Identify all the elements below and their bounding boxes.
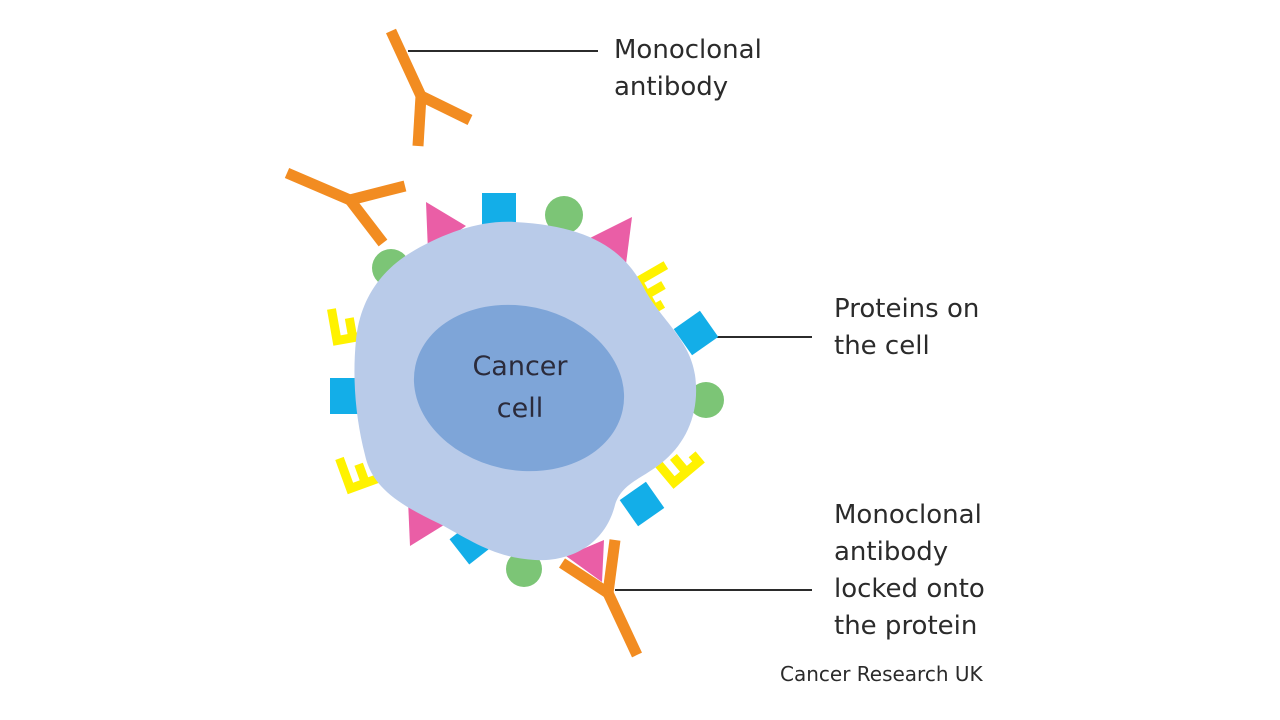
- protein-triangle-icon: [566, 540, 604, 582]
- label-line: antibody: [614, 72, 729, 102]
- protein-dome-icon: [688, 382, 724, 418]
- antibody-icon: [386, 28, 473, 147]
- protein-dome-icon: [545, 196, 583, 234]
- label-line: antibody: [834, 537, 949, 567]
- cancer-cell-label-line-2: cell: [496, 393, 544, 424]
- label-line: Monoclonal: [834, 500, 982, 530]
- protein-square-icon: [482, 193, 516, 227]
- antibody-locked-label: Monoclonal antibody locked onto the prot…: [834, 497, 985, 645]
- protein-square-icon: [619, 481, 665, 527]
- label-line: locked onto: [834, 574, 985, 604]
- monoclonal-antibody-label: Monoclonal antibody: [614, 32, 762, 106]
- label-line: the protein: [834, 611, 978, 641]
- receptor-icon: [650, 451, 705, 489]
- source-credit: Cancer Research UK: [780, 662, 983, 686]
- protein-dome-icon: [506, 551, 542, 587]
- proteins-on-cell-label: Proteins on the cell: [834, 291, 979, 365]
- label-line: Proteins on: [834, 294, 980, 324]
- antibody-icon: [284, 167, 407, 247]
- protein-square-icon: [673, 310, 719, 356]
- cancer-cell-label: Cancer cell: [440, 346, 600, 430]
- protein-triangle-icon: [590, 217, 632, 264]
- cancer-cell-label-line-1: Cancer: [472, 351, 568, 382]
- antibody-locked-icon: [558, 539, 642, 658]
- nucleus: [413, 304, 625, 472]
- label-line: Monoclonal: [614, 35, 762, 65]
- label-line: the cell: [834, 331, 930, 361]
